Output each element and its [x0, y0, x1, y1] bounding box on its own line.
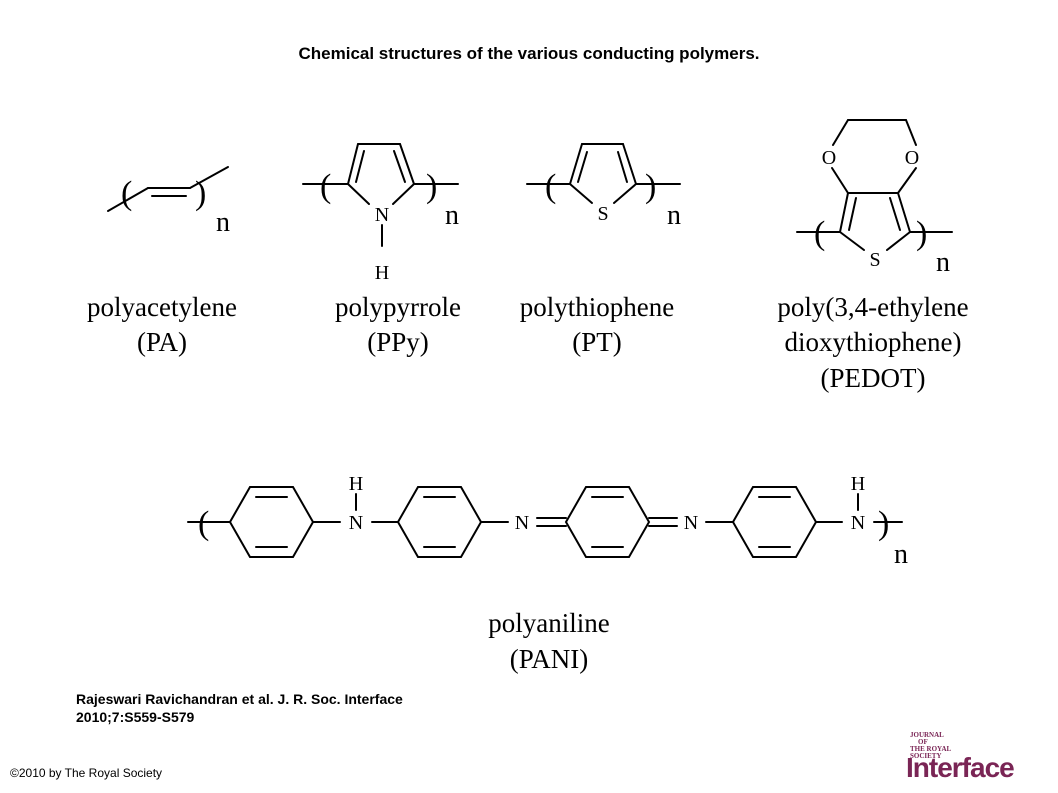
pedot-repeat-index: n	[936, 247, 950, 278]
ppy-open-paren: (	[320, 168, 331, 205]
pa-abbrev: (PA)	[137, 327, 187, 357]
citation: Rajeswari Ravichandran et al. J. R. Soc.…	[76, 690, 403, 726]
pani-nitrogen-atom-2: N	[515, 512, 529, 534]
pani-nitrogen-atom-4: N	[851, 512, 865, 534]
pedot-close-paren: )	[916, 215, 927, 252]
citation-reference: 2010;7:S559-S579	[76, 709, 195, 725]
ppy-nitrogen-atom: N	[375, 204, 389, 226]
ppy-abbrev: (PPy)	[367, 327, 429, 357]
pt-close-paren: )	[645, 168, 656, 205]
copyright-notice: ©2010 by The Royal Society	[10, 766, 163, 780]
pani-structure	[187, 486, 903, 558]
pedot-name-line1: poly(3,4-ethylene	[777, 292, 968, 322]
pa-structure	[107, 166, 229, 212]
pedot-oxygen-atom-left: O	[822, 147, 836, 169]
pt-repeat-index: n	[667, 200, 681, 231]
pedot-oxygen-atom-right: O	[905, 147, 919, 169]
pt-abbrev: (PT)	[572, 327, 622, 357]
pt-open-paren: (	[545, 168, 556, 205]
pa-close-paren: )	[195, 175, 206, 212]
pani-open-paren: (	[198, 505, 209, 542]
pani-abbrev: (PANI)	[510, 644, 589, 674]
pani-repeat-index: n	[894, 539, 908, 570]
ppy-close-paren: )	[426, 168, 437, 205]
pani-nitrogen-atom-3: N	[684, 512, 698, 534]
logo-interface-wordmark: Interface	[906, 752, 1015, 783]
pt-structure	[526, 143, 681, 204]
logo-journal-of-the-royal-society: JOURNAL OF THE ROYAL SOCIETY	[910, 731, 952, 760]
ppy-structure	[302, 143, 459, 247]
pani-close-paren: )	[878, 505, 889, 542]
pa-repeat-index: n	[216, 207, 230, 238]
pani-hydrogen-atom-2: H	[851, 473, 865, 495]
journal-logo: JOURNAL OF THE ROYAL SOCIETY Interface	[906, 731, 1016, 784]
pedot-structure	[796, 119, 953, 251]
pa-name: polyacetylene	[87, 292, 237, 322]
citation-authors: Rajeswari Ravichandran et al. J. R. Soc.…	[76, 691, 403, 707]
pt-sulfur-atom: S	[597, 203, 608, 225]
ppy-hydrogen-atom: H	[375, 262, 389, 284]
pedot-name-line2: dioxythiophene)	[785, 327, 962, 357]
pedot-sulfur-atom: S	[869, 249, 880, 271]
pani-nitrogen-atom-1: N	[349, 512, 363, 534]
pani-hydrogen-atom-1: H	[349, 473, 363, 495]
ppy-name: polypyrrole	[335, 292, 461, 322]
pedot-abbrev: (PEDOT)	[821, 363, 926, 393]
pa-open-paren: (	[121, 175, 132, 212]
pt-name: polythiophene	[520, 292, 674, 322]
pani-name: polyaniline	[488, 608, 609, 638]
ppy-repeat-index: n	[445, 200, 459, 231]
figure-title: Chemical structures of the various condu…	[298, 44, 760, 63]
pedot-open-paren: (	[814, 215, 825, 252]
